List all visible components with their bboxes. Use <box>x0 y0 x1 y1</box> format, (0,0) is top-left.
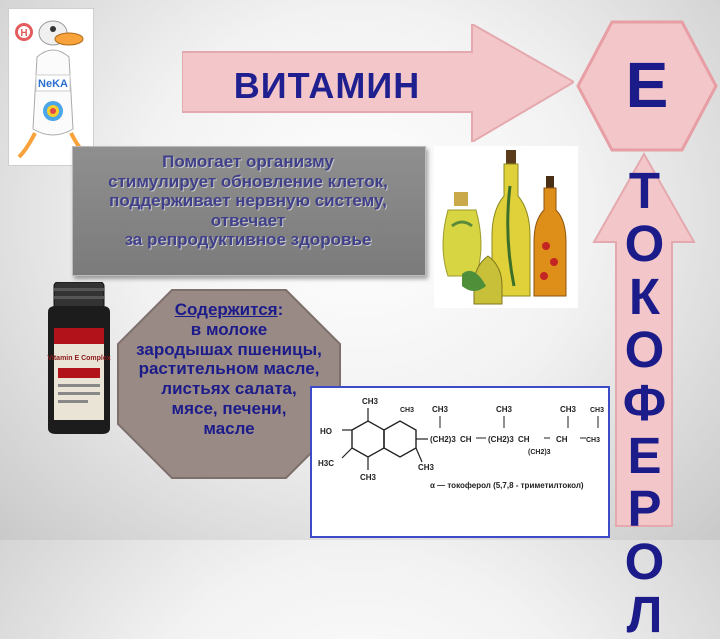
formula-label: CH3 <box>360 473 377 482</box>
formula-label: H3C <box>318 459 334 468</box>
title-arrow-shape <box>182 24 574 142</box>
sources-heading-colon: : <box>277 300 284 319</box>
pyran-ring <box>383 420 417 458</box>
formula-label: CH3 <box>432 405 449 414</box>
formula-label: CH <box>460 435 472 444</box>
mascot-image: Н NeKA <box>8 8 94 166</box>
formula-label: HO <box>320 427 332 436</box>
bottle-brand-label: Vitamin E Complex <box>47 355 110 362</box>
source-item: листьях салата, <box>161 379 297 399</box>
source-item: растительном масле, <box>138 359 320 379</box>
formula-label: CH3 <box>418 463 435 472</box>
aromatic-ring <box>351 420 385 458</box>
tocopherol-structural-formula: CH3 HO H3C CH3 CH3 CH3 CH3 CH3 CH3 CH3 (… <box>318 397 604 490</box>
supplement-bottle-image: Vitamin E Complex <box>40 281 118 434</box>
source-item: масле <box>203 418 255 438</box>
mascot-badge: Н <box>20 28 27 39</box>
oil-bottles-image <box>434 146 578 308</box>
formula-label: CH3 <box>560 405 577 414</box>
formula-label: CH3 <box>590 407 604 414</box>
formula-label: CH <box>518 435 530 444</box>
vitamin-letter: Е <box>625 49 669 121</box>
sources-heading-line: Содержится: <box>116 300 342 320</box>
source-item: зародышах пшеницы, <box>136 339 322 359</box>
formula-caption: α — токоферол (5,7,8 - триметилтокол) <box>430 481 584 490</box>
source-item: мясе, печени, <box>171 398 287 418</box>
formula-label: CH <box>556 435 568 444</box>
sources-octagon <box>117 289 341 479</box>
formula-label: (CH2)3 <box>528 449 551 456</box>
vitamin-hexagon <box>576 20 718 152</box>
formula-panel <box>310 386 610 538</box>
sources-heading: Содержится <box>174 300 278 319</box>
formula-label: CH3 <box>362 397 379 406</box>
tocopherol-arrow-shape <box>592 152 696 527</box>
benefits-box <box>72 146 426 276</box>
formula-label: (CH2)3 <box>488 435 514 444</box>
tocopherol-label: ТОКОФЕРОЛ <box>616 162 673 639</box>
page-title: ВИТАМИН <box>233 65 421 106</box>
sources-text: Содержится: в молоке зародышах пшеницы, … <box>116 300 342 439</box>
formula-label: CH3 <box>400 407 414 414</box>
mascot-brand: NeKA <box>38 78 68 90</box>
formula-label: CH3 <box>586 437 600 444</box>
source-item: в молоке <box>190 319 268 339</box>
formula-label: CH3 <box>496 405 513 414</box>
benefits-text: Помогает организму стимулирует обновлени… <box>108 152 388 249</box>
formula-label: (CH2)3 <box>430 435 456 444</box>
